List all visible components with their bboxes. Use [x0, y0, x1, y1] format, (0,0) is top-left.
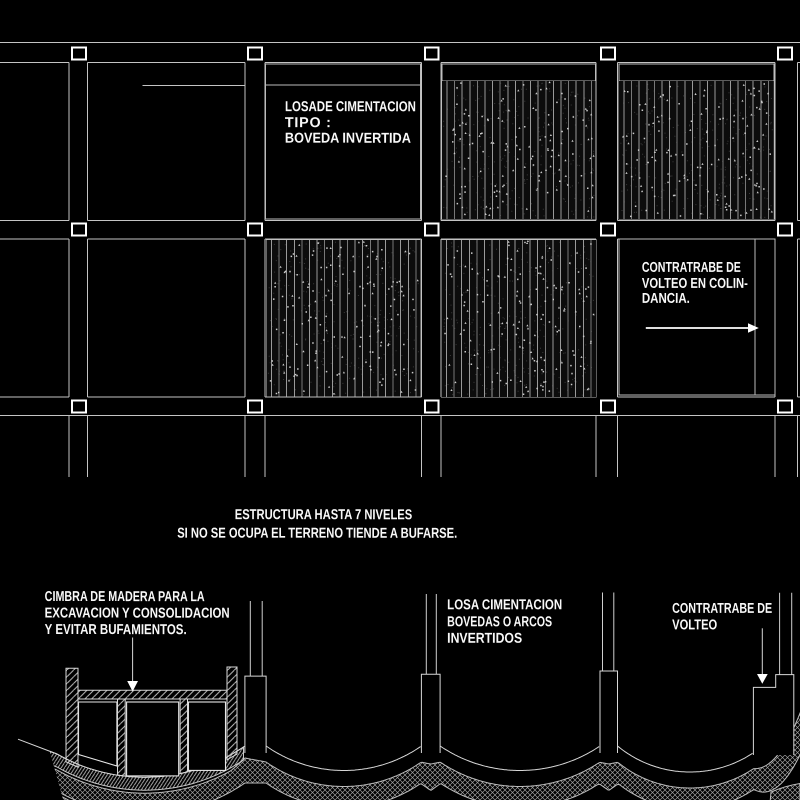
svg-text:SI NO SE OCUPA EL TERRENO TIEN: SI NO SE OCUPA EL TERRENO TIENDE A BUFAR… [177, 526, 457, 542]
svg-text:VOLTEO: VOLTEO [672, 617, 717, 633]
svg-text:BOVEDAS O ARCOS: BOVEDAS O ARCOS [447, 614, 552, 630]
svg-text:VOLTEO EN COLIN-: VOLTEO EN COLIN- [642, 276, 748, 292]
svg-text:LOSADE CIMENTACION: LOSADE CIMENTACION [285, 99, 416, 115]
svg-text:CONTRATRABE DE: CONTRATRABE DE [642, 260, 741, 276]
svg-text:INVERTIDOS: INVERTIDOS [447, 631, 522, 647]
svg-text:CONTRATRABE DE: CONTRATRABE DE [672, 601, 772, 617]
svg-text:BOVEDA INVERTIDA: BOVEDA INVERTIDA [285, 131, 411, 147]
svg-text:CIMBRA DE MADERA PARA LA: CIMBRA DE MADERA PARA LA [45, 589, 205, 605]
svg-text:TIPO :: TIPO : [285, 115, 331, 131]
svg-text:EXCAVACION Y CONSOLIDACION: EXCAVACION Y CONSOLIDACION [45, 606, 230, 622]
svg-text:DANCIA.: DANCIA. [642, 291, 690, 307]
svg-text:LOSA CIMENTACION: LOSA CIMENTACION [447, 597, 562, 613]
svg-text:ESTRUCTURA HASTA 7 NIVELES: ESTRUCTURA HASTA 7 NIVELES [235, 507, 413, 523]
svg-text:Y EVITAR BUFAMIENTOS.: Y EVITAR BUFAMIENTOS. [45, 622, 187, 638]
